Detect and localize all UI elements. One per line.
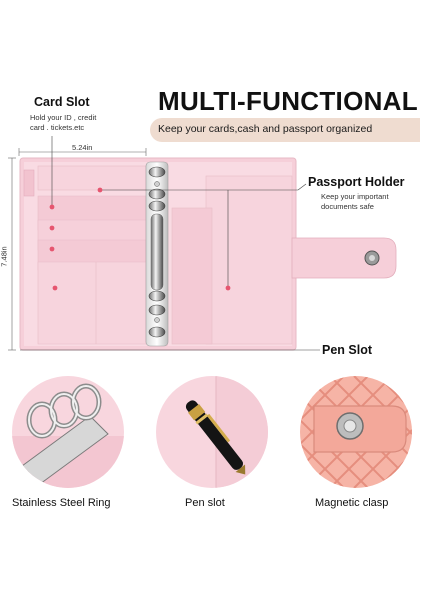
caption-pen-slot: Pen slot <box>185 497 225 509</box>
passport-holder-title: Passport Holder <box>308 175 405 189</box>
feature-pen-circle <box>156 376 268 488</box>
callout-lines <box>20 136 320 351</box>
binder-rings <box>148 166 166 338</box>
pen-loop <box>23 169 35 197</box>
ring-rivets <box>154 181 160 323</box>
feature-ring-circle <box>12 376 124 488</box>
width-dimension-line <box>18 148 147 156</box>
pen-icon <box>156 376 268 488</box>
snap-button-icon <box>300 376 412 488</box>
inner-pocket <box>171 207 213 345</box>
height-dimension-line <box>8 157 16 351</box>
passport-holder-desc: Keep your important documents safe <box>321 192 389 211</box>
caption-stainless-steel-ring: Stainless Steel Ring <box>12 497 111 509</box>
cash-pocket <box>37 165 147 191</box>
feature-clasp-circle <box>300 376 412 488</box>
caption-magnetic-clasp: Magnetic clasp <box>315 497 389 509</box>
headline: MULTI-FUNCTIONAL <box>158 86 418 116</box>
card-slot-desc: Hold your ID , credit card . tickets.etc <box>30 113 97 132</box>
clasp-tab <box>291 237 397 279</box>
callout-dots <box>49 187 231 291</box>
card-slot-4 <box>37 261 147 345</box>
pen-slot-title: Pen Slot <box>322 343 373 357</box>
passport-pocket <box>205 175 293 345</box>
width-dimension: 5.24in <box>72 143 93 152</box>
tagline: Keep your cards,cash and passport organi… <box>158 123 373 135</box>
tagline-banner: Keep your cards,cash and passport organi… <box>150 118 420 142</box>
binder-ring-icon <box>12 376 124 488</box>
card-slot-title: Card Slot <box>34 95 90 109</box>
